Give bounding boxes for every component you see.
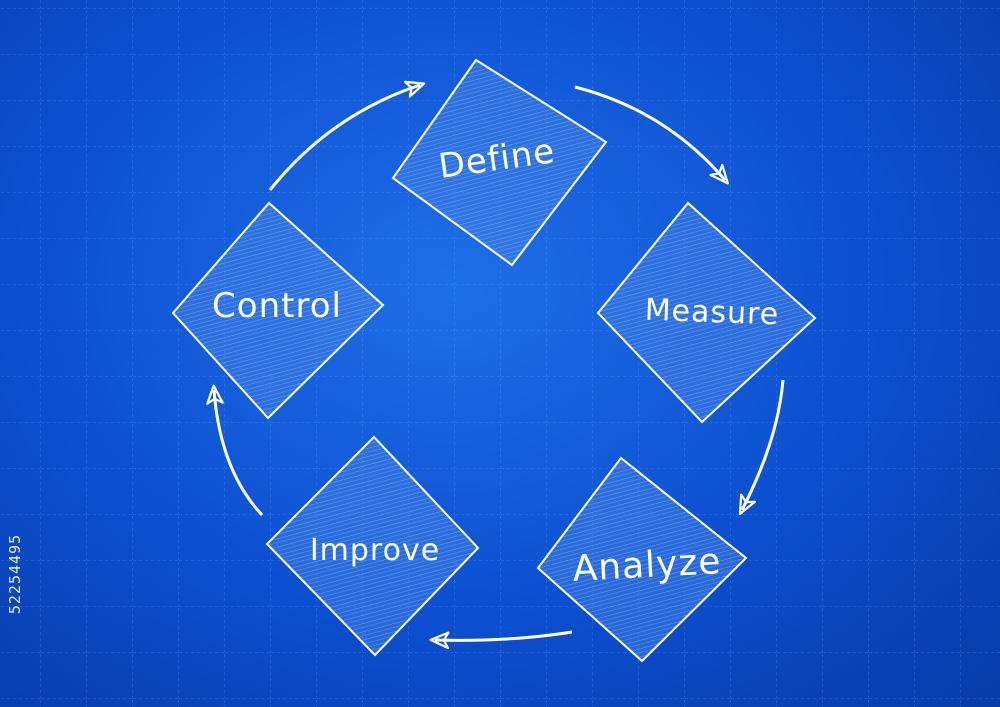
stage-label-control: Control	[212, 286, 342, 326]
stage-label-measure: Measure	[644, 293, 780, 333]
stage-label-improve: Improve	[310, 533, 440, 568]
stage-define: Define	[391, 58, 608, 267]
stage-analyze: Analyze	[536, 456, 748, 663]
arrow-analyze-to-improve	[429, 630, 573, 650]
stage-measure: Measure	[596, 201, 817, 424]
arrow-measure-to-analyze	[738, 379, 785, 516]
arrow-control-to-define	[268, 80, 426, 191]
stage-label-analyze: Analyze	[572, 541, 723, 590]
arrow-improve-to-control	[206, 384, 264, 517]
stage-control: Control	[171, 201, 385, 420]
stage-improve: Improve	[265, 435, 480, 657]
arrow-define-to-measure	[574, 85, 729, 185]
stock-id-label: 52254495	[6, 533, 24, 615]
